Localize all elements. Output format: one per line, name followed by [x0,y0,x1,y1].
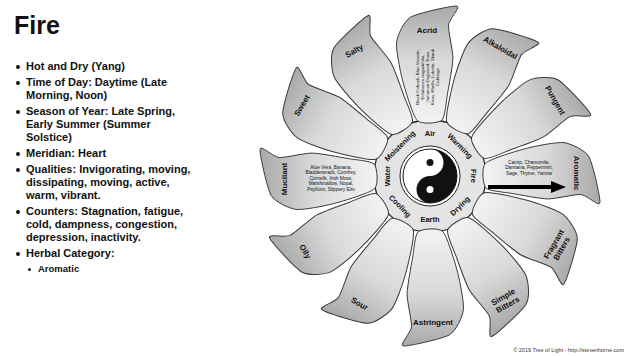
flavor-name: Astringent [411,317,455,326]
bullet-text: Time of Day: Daytime (Late Morning, Noon… [26,76,198,102]
copyright-note: © 2019 Tree of Light - http://stevenhorn… [513,347,624,354]
pointer-arrow [488,181,566,193]
bullet-text: Hot and Dry (Yang) [26,60,198,73]
sub-bullet-text: Aromatic [38,263,198,275]
bullet-dot [16,110,20,114]
element-label: Air [425,129,435,138]
inner-ring [400,146,460,206]
flavor-name: Mucilant [280,157,289,201]
flavor-name: Acrid [405,26,449,35]
bullet-text: Counters: Stagnation, fatigue, cold, dam… [26,205,198,244]
bullet-dot [16,168,20,172]
yin-yang-dot [427,186,434,193]
bullet-dot [28,268,31,271]
yin-yang-symbol [403,149,457,203]
herb-list: Aloe Vera, Banana, Bladderwrack, Comfrey… [302,165,360,192]
bullet-text: Herbal Category: [26,247,198,260]
yin-yang-symbol [417,149,458,203]
bullet-text: Season of Year: Late Spring, Early Summe… [26,105,198,144]
bullet-text: Meridian: Heart [26,147,198,160]
slide-title: Fire [14,10,60,40]
element-ring [374,120,486,232]
bullet-dot [16,81,20,85]
flavor-name: Aromatic [571,151,580,195]
petal-outline [316,15,428,147]
bullet-dot [16,65,20,69]
yin-yang-dot [427,159,434,166]
bullet-dot [16,252,20,256]
herb-list: Catnip, Chamomile, Damiana, Peppermint, … [500,160,558,176]
bullet-dot [16,210,20,214]
element-label: Fire [469,169,478,183]
herb-list: Black Cohosh, Blue Vervain, Echinacea an… [415,48,440,106]
element-label: Water [383,166,392,187]
bullet-text: Qualities: Invigorating, moving, dissipa… [26,163,198,202]
bullet-dot [16,152,20,156]
element-label: Earth [420,215,439,224]
